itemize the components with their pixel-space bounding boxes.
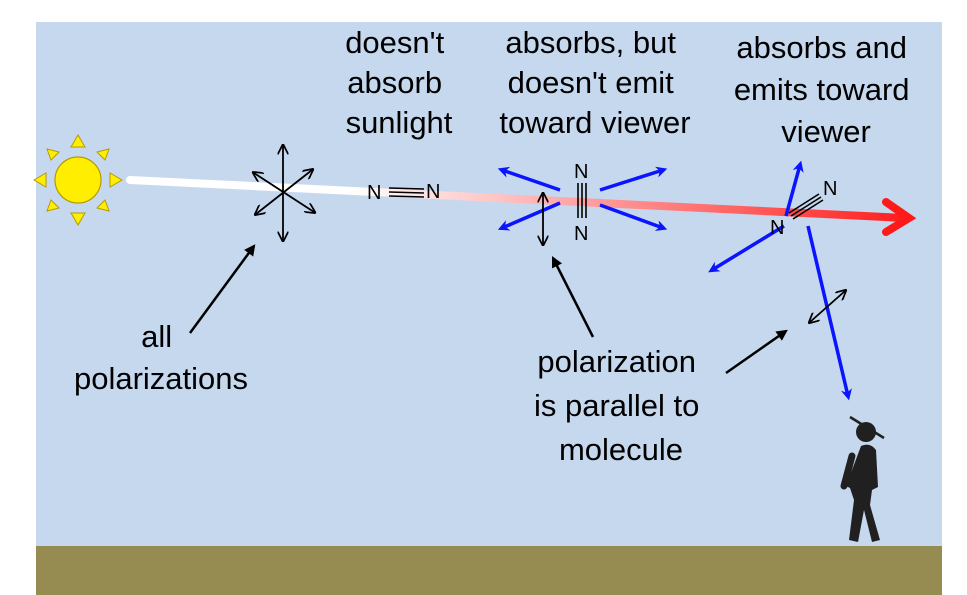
label-absorbs-emits: absorbs and emits toward viewer <box>734 30 918 149</box>
person-icon <box>840 415 885 542</box>
scatter-arrows-middle <box>497 166 668 231</box>
atom-n: N <box>823 178 837 200</box>
molecule-no-absorb: N N <box>367 181 440 204</box>
molecule-absorb-emit: N N <box>770 178 837 239</box>
sun-icon <box>33 134 123 226</box>
atom-n: N <box>574 161 588 183</box>
label-parallel: polarization is parallel to molecule <box>534 344 708 467</box>
molecule-absorb-no-emit: N N <box>574 161 588 245</box>
atom-n: N <box>426 181 440 203</box>
parallel-polarization-arrow <box>810 291 845 322</box>
all-polarizations-arrows <box>254 146 314 240</box>
ground <box>36 546 942 595</box>
label-doesnt-absorb: doesn't absorb sunlight <box>345 25 453 140</box>
atom-n: N <box>574 223 588 245</box>
label-absorbs-no-emit: absorbs, but doesn't emit toward viewer <box>499 25 690 140</box>
atom-n: N <box>367 182 381 204</box>
atom-n: N <box>770 217 784 239</box>
sky-background <box>36 22 942 546</box>
label-all-polarizations: all polarizations <box>74 319 248 396</box>
pointer-arrows <box>188 244 788 375</box>
